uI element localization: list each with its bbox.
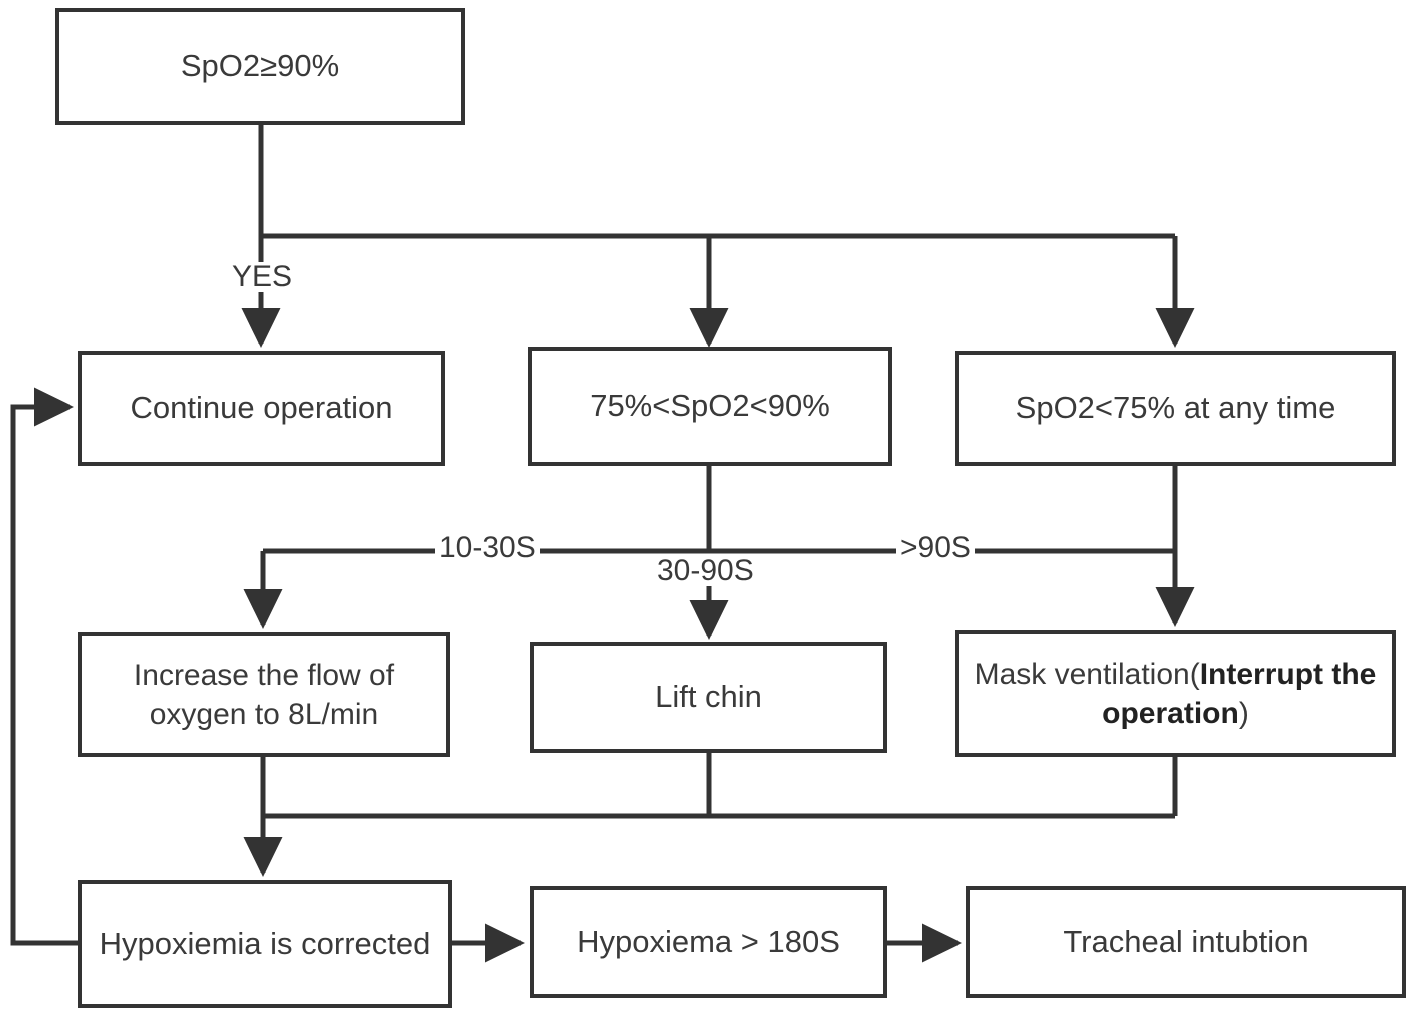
node-mask-ventilation[interactable]: Mask ventilation(Interrupt the operation… [955,630,1396,757]
edge-label-gt-90s: >90S [896,533,975,563]
node-continue-operation[interactable]: Continue operation [78,351,445,466]
node-spo2-ge-90-label: SpO2≥90% [180,48,340,84]
node-hypoxiema-180s-label: Hypoxiema > 180S [577,923,840,959]
node-spo2-lt-75-label: SpO2<75% at any time [1015,390,1336,426]
node-spo2-75-90-label: 75%<SpO2<90% [590,388,830,424]
node-lift-chin-label: Lift chin [655,679,762,715]
node-continue-operation-label: Continue operation [130,390,393,426]
edge-label-10-30s: 10-30S [435,533,540,563]
node-mask-ventilation-label: Mask ventilation(Interrupt the operation… [969,655,1382,733]
edge-label-yes: YES [228,262,297,292]
node-tracheal-intubtion[interactable]: Tracheal intubtion [966,886,1406,998]
node-lift-chin[interactable]: Lift chin [530,642,887,753]
node-spo2-lt-75[interactable]: SpO2<75% at any time [955,351,1396,466]
node-increase-flow[interactable]: Increase the flow of oxygen to 8L/min [78,632,450,757]
node-hypoxiema-180s[interactable]: Hypoxiema > 180S [530,886,887,998]
node-hypoxiemia-corrected[interactable]: Hypoxiemia is corrected [78,880,452,1008]
node-spo2-75-90[interactable]: 75%<SpO2<90% [528,347,892,466]
node-spo2-ge-90[interactable]: SpO2≥90% [55,8,465,125]
node-hypoxiemia-corrected-label: Hypoxiemia is corrected [99,925,431,961]
node-mask-ventilation-bold: Interrupt the operation [1102,657,1377,730]
node-increase-flow-label: Increase the flow of oxygen to 8L/min [133,658,395,731]
node-mask-ventilation-suffix: ) [1238,696,1249,730]
node-tracheal-intubtion-label: Tracheal intubtion [1063,923,1309,959]
edge-label-30-90s: 30-90S [653,556,758,586]
node-mask-ventilation-prefix: Mask ventilation( [974,657,1200,691]
link-feedback-to-continue [10,387,78,946]
